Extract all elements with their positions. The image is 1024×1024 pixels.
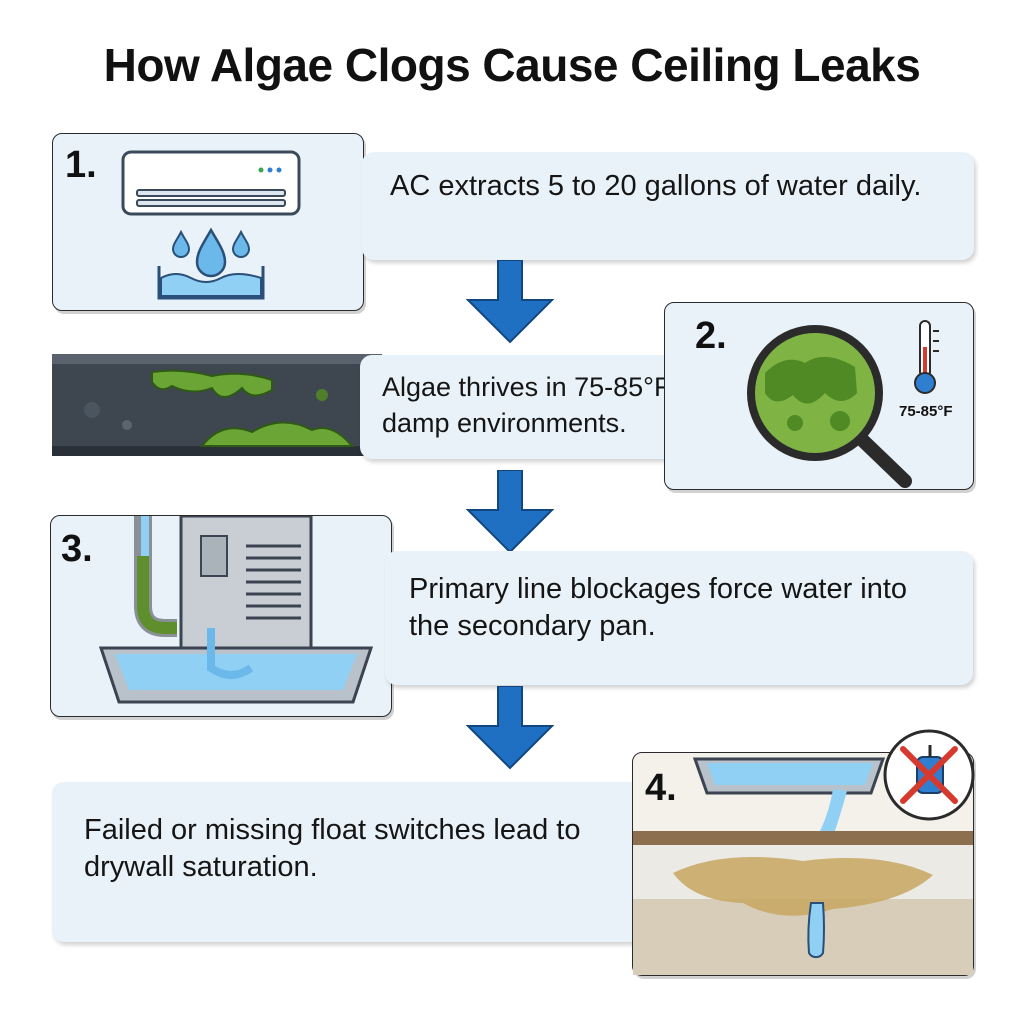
step-1-image-panel: 1. [52, 133, 364, 311]
no-float-switch-icon [881, 727, 977, 823]
water-drop-icon [151, 224, 271, 304]
temperature-label: 75-85°F [899, 403, 953, 420]
step-1-number: 1. [65, 144, 97, 186]
step-4-image-panel: 4. [632, 729, 975, 976]
ceiling-leak-icon [633, 753, 973, 975]
step-3-text-box: Primary line blockages force water into … [385, 551, 973, 685]
step-2-text-box: Algae thrives in 75-85°F damp environmen… [360, 355, 680, 459]
page-title: How Algae Clogs Cause Ceiling Leaks [103, 39, 921, 91]
ac-unit-icon [121, 150, 301, 226]
condensing-unit-icon [121, 516, 321, 666]
step-1-text: AC extracts 5 to 20 gallons of water dai… [390, 170, 922, 202]
step-3-text: Primary line blockages force water into … [409, 573, 908, 642]
step-2-number: 2. [695, 315, 727, 357]
arrow-down-icon [464, 260, 556, 344]
arrow-down-icon [464, 470, 556, 554]
algae-pipe-icon [52, 350, 382, 460]
magnifier-icon [745, 323, 915, 488]
step-4-text: Failed or missing float switches lead to… [84, 814, 581, 883]
step-4-text-box: Failed or missing float switches lead to… [52, 782, 652, 942]
step-3-number: 3. [61, 528, 93, 570]
drain-pan-icon [91, 628, 381, 712]
thermometer-icon [911, 317, 941, 397]
step-4-number: 4. [645, 767, 677, 809]
step-2-text: Algae thrives in 75-85°F damp environmen… [382, 372, 671, 438]
arrow-down-icon [464, 686, 556, 770]
step-3-image-panel: 3. [50, 515, 392, 717]
step-1-text-box: AC extracts 5 to 20 gallons of water dai… [362, 152, 974, 260]
step-2-image-panel: 2. 75-85°F [664, 302, 974, 490]
